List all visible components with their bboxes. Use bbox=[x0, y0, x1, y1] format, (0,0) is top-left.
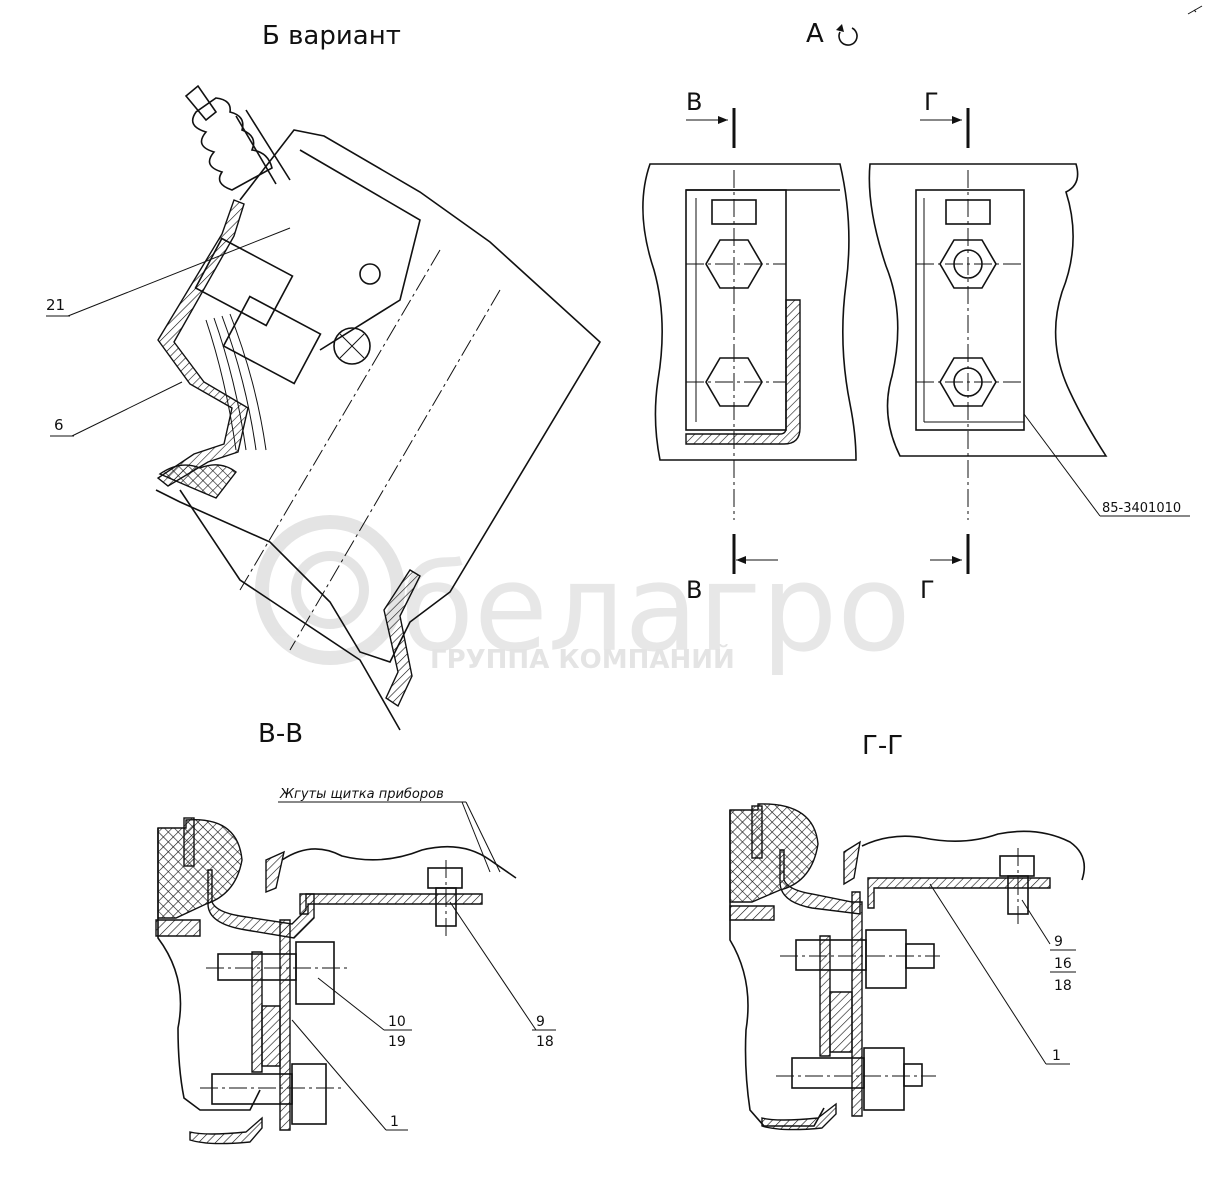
bb-screw-head bbox=[427, 867, 463, 889]
leader-part-number bbox=[1023, 413, 1101, 517]
gg-edge-clip bbox=[843, 840, 861, 886]
leader-21 bbox=[67, 227, 291, 317]
bb-seal-insert bbox=[183, 817, 195, 867]
gg-seal bbox=[729, 803, 819, 903]
gg-body-outline bbox=[729, 810, 825, 1127]
bb-body-outline bbox=[157, 828, 261, 1111]
bb-vertical-bracket-left bbox=[251, 951, 263, 1073]
corner-mark bbox=[1187, 5, 1203, 15]
bb-edge-clip bbox=[265, 850, 285, 894]
rotation-arrow-icon bbox=[838, 27, 858, 46]
bb-spacer bbox=[261, 1005, 281, 1067]
callout-6: 6 bbox=[54, 416, 64, 434]
b-variant-view: 21 6 bbox=[46, 84, 602, 731]
bb-top-plate-section bbox=[299, 893, 483, 915]
gg-top-panel-wave bbox=[861, 830, 1086, 881]
gg-top-plate-section bbox=[867, 877, 1051, 909]
gg-seal-insert bbox=[751, 805, 763, 859]
gg-upper-section bbox=[779, 849, 861, 915]
watermark-brand: белагро bbox=[400, 540, 911, 679]
centerline-1 bbox=[239, 249, 441, 591]
callout-gg-16: 16 bbox=[1054, 956, 1072, 972]
bb-lower-bolt-head bbox=[291, 1063, 327, 1125]
leader-gg-9 bbox=[1021, 899, 1051, 945]
lower-body bbox=[179, 489, 401, 731]
centerline-2 bbox=[289, 289, 501, 651]
left-panel-outline bbox=[642, 163, 857, 461]
right-bracket bbox=[915, 189, 1025, 431]
section-bb: Жгуты щитка приборов 10 19 bbox=[155, 787, 556, 1145]
cut-label-v-bottom: В bbox=[686, 576, 702, 604]
leader-bb-10-19 bbox=[317, 977, 385, 1031]
view-title-a-label: А bbox=[806, 19, 824, 49]
bb-bottom-flange bbox=[189, 1116, 263, 1145]
left-angle-section bbox=[685, 299, 801, 445]
callout-bb-18: 18 bbox=[536, 1034, 554, 1050]
small-bolt bbox=[359, 263, 381, 285]
callout-gg-9: 9 bbox=[1054, 934, 1063, 950]
lever-tip bbox=[184, 84, 218, 122]
watermark: белагро ГРУППА КОМПАНИЙ bbox=[255, 515, 911, 679]
lower-right-seal bbox=[383, 569, 421, 708]
callout-gg-1: 1 bbox=[1052, 1048, 1061, 1064]
view-title-a: А bbox=[806, 19, 858, 49]
internal-block-lower bbox=[222, 295, 322, 385]
lever-shaft bbox=[235, 109, 291, 185]
rotation-arrow-head-icon bbox=[836, 24, 844, 32]
callout-bb-1: 1 bbox=[390, 1114, 399, 1130]
bb-vertical-bracket-right bbox=[279, 919, 291, 1131]
section-title-bb: В-В bbox=[258, 719, 303, 749]
gg-vertical-bracket-left bbox=[819, 935, 831, 1057]
view-a: В В Г Г bbox=[642, 88, 1190, 604]
gg-lower-bolt-head bbox=[863, 1047, 905, 1111]
round-fastener bbox=[333, 327, 371, 365]
leader-gg-1 bbox=[929, 883, 1047, 1065]
bb-top-panel-wave bbox=[281, 845, 517, 879]
callout-gg-18: 18 bbox=[1054, 978, 1072, 994]
gg-upper-bolt-head bbox=[865, 929, 907, 989]
cut-label-v-top: В bbox=[686, 88, 702, 116]
internal-block-upper bbox=[194, 237, 294, 327]
cut-label-g-bottom: Г bbox=[920, 576, 935, 604]
lower-seal bbox=[158, 464, 237, 499]
gg-flange bbox=[729, 905, 775, 921]
left-bracket bbox=[685, 189, 787, 431]
bb-flange bbox=[155, 919, 201, 937]
gg-bottom-flange bbox=[761, 1102, 837, 1131]
wire-bundle bbox=[205, 313, 267, 451]
callout-bb-19: 19 bbox=[388, 1034, 406, 1050]
leader-bb-1 bbox=[291, 1019, 387, 1131]
leader-6 bbox=[71, 381, 183, 437]
gg-vertical-bracket-right bbox=[851, 901, 863, 1117]
section-gg: 9 16 18 1 bbox=[729, 803, 1086, 1131]
watermark-tagline: ГРУППА КОМПАНИЙ bbox=[430, 643, 735, 675]
cut-label-g-top: Г bbox=[924, 88, 939, 116]
callout-bb-10: 10 bbox=[388, 1014, 406, 1030]
housing-outline bbox=[155, 129, 602, 663]
view-title-b-variant: Б вариант bbox=[262, 21, 401, 51]
note-harness: Жгуты щитка приборов bbox=[279, 787, 444, 802]
lever-boot bbox=[191, 97, 273, 191]
bb-upper-bolt-head bbox=[295, 941, 335, 1005]
gg-screw-head bbox=[999, 855, 1035, 877]
gg-spacer bbox=[829, 991, 853, 1053]
bb-seal bbox=[157, 818, 243, 919]
inner-panel bbox=[299, 149, 421, 351]
gg-lower-bolt-thread bbox=[903, 1063, 923, 1087]
leader-bb-9-18 bbox=[449, 901, 537, 1031]
callout-part-number: 85-3401010 bbox=[1102, 501, 1181, 516]
boot-seal-section bbox=[156, 199, 249, 487]
section-title-gg: Г-Г bbox=[862, 731, 903, 761]
callout-bb-9: 9 bbox=[536, 1014, 545, 1030]
callout-21: 21 bbox=[46, 296, 65, 314]
right-panel-outline bbox=[868, 163, 1108, 457]
